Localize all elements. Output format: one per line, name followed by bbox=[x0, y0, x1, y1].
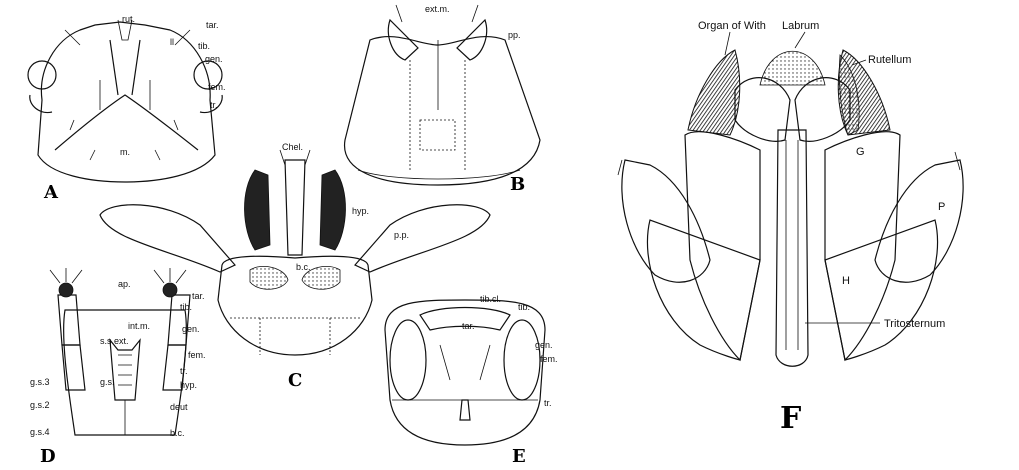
panel-letter-e: E bbox=[512, 446, 526, 467]
label-e-tib: tib. bbox=[518, 302, 530, 312]
label-e-tibcl: tib.cl. bbox=[480, 294, 501, 304]
panel-letter-b: B bbox=[510, 174, 525, 195]
label-a-gen: gen. bbox=[205, 54, 223, 64]
panel-letter-d: D bbox=[40, 446, 56, 467]
label-d-gen: gen. bbox=[182, 324, 200, 334]
label-e-fem: fem. bbox=[540, 354, 558, 364]
label-a-ll: ll bbox=[170, 37, 174, 47]
label-d-intm: int.m. bbox=[128, 321, 150, 331]
label-d-bc: b.c. bbox=[170, 428, 185, 438]
leader-f-organ bbox=[725, 32, 730, 55]
label-d-deut: deut bbox=[170, 402, 188, 412]
panel-a-drawing bbox=[28, 20, 222, 182]
label-d-fem: fem. bbox=[188, 350, 206, 360]
label-d-tr: tr. bbox=[180, 366, 188, 376]
label-a-fem: fem. bbox=[208, 82, 226, 92]
label-c-chel: Chel. bbox=[282, 142, 303, 152]
label-d-gs3: g.s.3 bbox=[30, 377, 50, 387]
label-f-g: G bbox=[856, 146, 865, 158]
panel-d-drawing bbox=[50, 268, 190, 435]
label-d-gs2: g.s.2 bbox=[30, 400, 50, 410]
label-d-ap: ap. bbox=[118, 279, 131, 289]
label-d-hyp: hyp. bbox=[180, 380, 197, 390]
label-c-bc: b.c. bbox=[296, 262, 311, 272]
label-a-tib: tib. bbox=[198, 41, 210, 51]
label-a-tr: tr. bbox=[210, 100, 218, 110]
label-d-ext: ext. bbox=[114, 336, 129, 346]
label-a-m: m. bbox=[120, 147, 130, 157]
label-c-hyp: hyp. bbox=[352, 206, 369, 216]
label-f-trito: Tritosternum bbox=[884, 318, 945, 330]
label-f-p: P bbox=[938, 201, 945, 213]
panel-c-drawing bbox=[100, 150, 490, 355]
leader-f-labrum bbox=[795, 32, 805, 48]
label-f-rutellum: Rutellum bbox=[868, 54, 911, 66]
label-d-ss: s.s. bbox=[100, 336, 114, 346]
panel-letter-f: F bbox=[780, 401, 801, 436]
label-f-organ: Organ of With bbox=[698, 20, 766, 32]
label-b-pp: pp. bbox=[508, 30, 521, 40]
label-d-gs4: g.s.4 bbox=[30, 427, 50, 437]
label-a-tar: tar. bbox=[206, 20, 219, 30]
label-b-extm: ext.m. bbox=[425, 4, 450, 14]
label-a-rut: rut. bbox=[122, 14, 135, 24]
label-d-tib: tib. bbox=[180, 302, 192, 312]
label-c-pp: p.p. bbox=[394, 230, 409, 240]
label-e-tr: tr. bbox=[544, 398, 552, 408]
panel-letter-c: C bbox=[288, 370, 302, 391]
label-e-tar: tar. bbox=[462, 321, 475, 331]
label-d-gs: g.s. bbox=[100, 377, 115, 387]
label-e-gen: gen. bbox=[535, 340, 553, 350]
label-d-tar: tar. bbox=[192, 291, 205, 301]
panel-letter-a: A bbox=[43, 182, 59, 203]
label-f-labrum: Labrum bbox=[782, 20, 819, 32]
label-f-h: H bbox=[842, 275, 850, 287]
